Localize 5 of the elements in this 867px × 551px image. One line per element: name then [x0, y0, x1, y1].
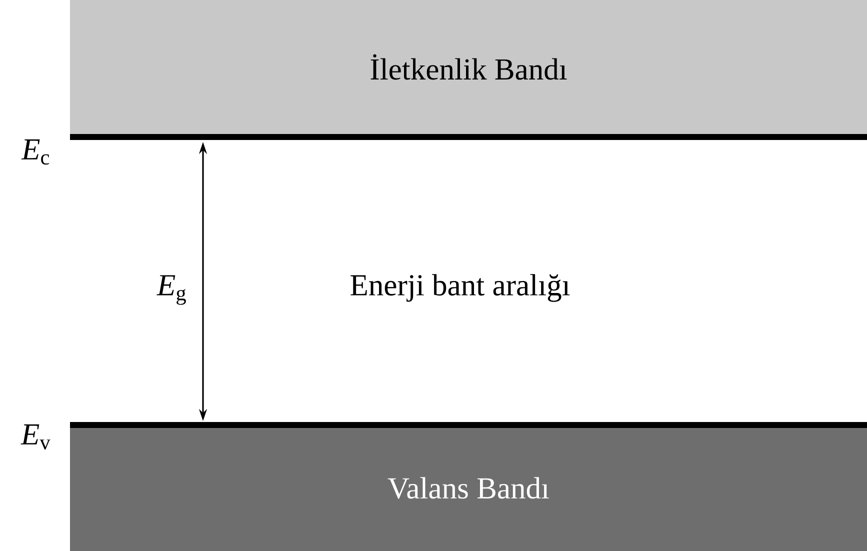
energy-band: Valans Bandı	[70, 425, 867, 551]
label-symbol: E$_{g}$	[156, 275, 186, 305]
energy-band: İletkenlik Bandı	[70, 0, 867, 134]
label-symbol: E$_{c}$	[21, 139, 50, 165]
gap-label: Enerji bant aralığı	[350, 274, 570, 302]
